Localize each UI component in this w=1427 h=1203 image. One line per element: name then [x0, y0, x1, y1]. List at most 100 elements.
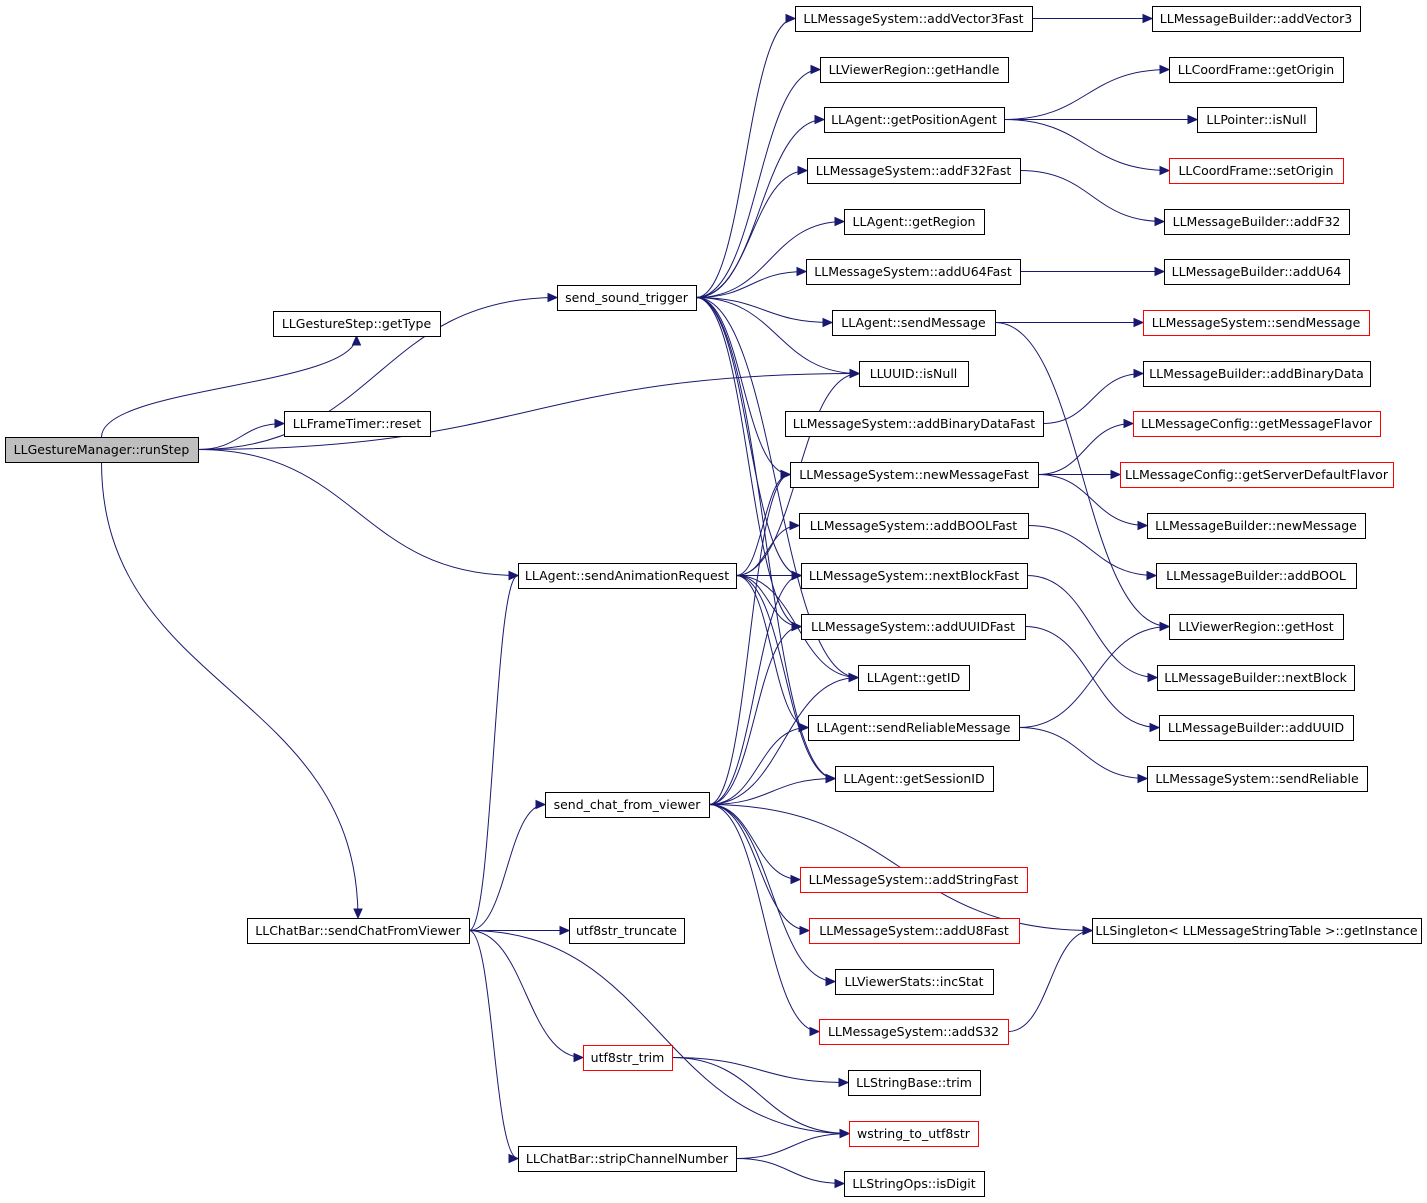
node-box	[832, 310, 996, 336]
node-msSend[interactable]: LLMessageSystem::sendMessage	[1143, 310, 1370, 336]
node-getID[interactable]: LLAgent::getID	[858, 665, 970, 691]
node-reset[interactable]: LLFrameTimer::reset	[284, 411, 431, 437]
node-box	[1164, 259, 1350, 285]
edge-line	[708, 474, 791, 805]
node-mbNew[interactable]: LLMessageBuilder::newMessage	[1147, 513, 1366, 539]
node-utrunc[interactable]: utf8str_truncate	[569, 918, 685, 944]
node-sar[interactable]: LLAgent::sendAnimationRequest	[518, 563, 737, 589]
edge-arrowhead	[1142, 13, 1154, 24]
node-getSess[interactable]: LLAgent::getSessionID	[835, 766, 994, 792]
node-ptrNull[interactable]: LLPointer::isNull	[1197, 107, 1317, 133]
node-getType[interactable]: LLGestureStep::getType	[273, 311, 441, 337]
call-edge-sendRel-to-getHost	[1018, 621, 1171, 728]
node-label: LLMessageSystem::addUUIDFast	[811, 619, 1015, 634]
node-label: LLMessageBuilder::addBinaryData	[1149, 366, 1364, 381]
node-label: LLChatBar::sendChatFromViewer	[255, 923, 461, 938]
node-mbBin[interactable]: LLMessageBuilder::addBinaryData	[1143, 361, 1371, 387]
node-singleton[interactable]: LLSingleton< LLMessageStringTable >::get…	[1092, 918, 1422, 944]
node-uuidNull[interactable]: LLUUID::isNull	[859, 361, 969, 387]
node-getHandle[interactable]: LLViewerRegion::getHandle	[820, 57, 1009, 83]
node-box	[835, 766, 994, 792]
node-nextBlkF[interactable]: LLMessageSystem::nextBlockFast	[801, 563, 1028, 589]
node-addV3F[interactable]: LLMessageSystem::addVector3Fast	[795, 6, 1033, 32]
node-label: LLGestureManager::runStep	[14, 442, 190, 457]
edge-arrowhead	[1147, 672, 1159, 683]
node-mbBool[interactable]: LLMessageBuilder::addBOOL	[1156, 563, 1357, 589]
node-wsu8[interactable]: wstring_to_utf8str	[849, 1121, 979, 1147]
edge-line	[468, 575, 519, 931]
edge-line	[695, 297, 791, 475]
call-edge-getPos-to-ptrNull	[1004, 114, 1199, 125]
node-addBinF[interactable]: LLMessageSystem::addBinaryDataFast	[785, 411, 1044, 437]
call-edge-cbscfv-to-scn	[468, 930, 520, 1164]
edge-line	[1024, 626, 1160, 728]
edge-arrowhead	[785, 13, 797, 24]
node-incStat[interactable]: LLViewerStats::incStat	[835, 969, 994, 995]
node-box	[858, 665, 970, 691]
edge-arrowhead	[508, 570, 520, 581]
node-label: LLAgent::getRegion	[853, 214, 976, 229]
edge-line	[735, 575, 802, 627]
node-runStep[interactable]: LLGestureManager::runStep	[5, 437, 199, 463]
node-addUUIDF[interactable]: LLMessageSystem::addUUIDFast	[801, 614, 1026, 640]
node-sendRel[interactable]: LLAgent::sendReliableMessage	[808, 715, 1020, 741]
node-sst[interactable]: send_sound_trigger	[557, 285, 697, 311]
node-label: LLMessageConfig::getServerDefaultFlavor	[1125, 467, 1389, 482]
call-edge-scfv-to-incStat	[708, 804, 837, 987]
node-box	[844, 209, 985, 235]
call-edge-getPos-to-cfGetO	[1003, 64, 1171, 120]
node-msRel[interactable]: LLMessageSystem::sendReliable	[1147, 766, 1368, 792]
node-label: LLMessageSystem::nextBlockFast	[809, 568, 1019, 583]
node-box	[835, 969, 994, 995]
node-addBoolF[interactable]: LLMessageSystem::addBOOLFast	[799, 513, 1029, 539]
edge-line	[1042, 373, 1144, 424]
node-addS32[interactable]: LLMessageSystem::addS32	[819, 1019, 1009, 1045]
node-addF32F[interactable]: LLMessageSystem::addF32Fast	[807, 158, 1021, 184]
node-label: LLMessageSystem::addVector3Fast	[803, 11, 1023, 26]
node-getHost[interactable]: LLViewerRegion::getHost	[1169, 614, 1344, 640]
node-box	[849, 1121, 979, 1147]
node-cfGetO[interactable]: LLCoordFrame::getOrigin	[1169, 57, 1344, 83]
edge-line	[695, 221, 845, 298]
node-mbV3[interactable]: LLMessageBuilder::addVector3	[1152, 6, 1361, 32]
node-sbTrim[interactable]: LLStringBase::trim	[848, 1070, 981, 1096]
edge-arrowhead	[838, 1077, 850, 1088]
edge-line	[708, 804, 801, 880]
node-cbscfv[interactable]: LLChatBar::sendChatFromViewer	[247, 918, 470, 944]
edge-line	[468, 930, 850, 1134]
node-mbF32[interactable]: LLMessageBuilder::addF32	[1164, 209, 1350, 235]
node-mbUUID[interactable]: LLMessageBuilder::addUUID	[1159, 715, 1354, 741]
edge-line	[695, 297, 802, 627]
node-box	[1169, 614, 1344, 640]
call-edge-scn-to-wsu8	[735, 1128, 851, 1159]
node-newMsgF[interactable]: LLMessageSystem::newMessageFast	[790, 462, 1039, 488]
call-edge-runStep-to-cbscfv	[101, 461, 363, 920]
edge-arrowhead	[274, 418, 286, 429]
edge-arrowhead	[848, 672, 860, 683]
call-edge-runStep-to-sar	[197, 449, 520, 581]
node-addStrF[interactable]: LLMessageSystem::addStringFast	[800, 867, 1028, 893]
node-addU8F[interactable]: LLMessageSystem::addU8Fast	[809, 918, 1020, 944]
node-label: LLAgent::getSessionID	[843, 771, 984, 786]
edge-arrowhead	[809, 1026, 821, 1037]
node-mbNext[interactable]: LLMessageBuilder::nextBlock	[1157, 665, 1355, 691]
node-utrim[interactable]: utf8str_trim	[583, 1045, 673, 1071]
edge-line	[708, 804, 810, 931]
edge-line	[735, 1158, 845, 1184]
node-label: LLMessageSystem::addBOOLFast	[810, 518, 1017, 533]
node-mcFlav[interactable]: LLMessageConfig::getMessageFlavor	[1133, 411, 1381, 437]
node-cfSetO[interactable]: LLCoordFrame::setOrigin	[1169, 158, 1344, 184]
node-sendMsg[interactable]: LLAgent::sendMessage	[832, 310, 996, 336]
node-addU64F[interactable]: LLMessageSystem::addU64Fast	[806, 259, 1021, 285]
node-getRegion[interactable]: LLAgent::getRegion	[844, 209, 985, 235]
edge-line	[197, 373, 860, 450]
node-scn[interactable]: LLChatBar::stripChannelNumber	[518, 1146, 737, 1172]
edge-line	[695, 297, 836, 779]
node-getPos[interactable]: LLAgent::getPositionAgent	[824, 107, 1005, 133]
node-scfv[interactable]: send_chat_from_viewer	[545, 792, 710, 818]
node-isDigit[interactable]: LLStringOps::isDigit	[844, 1171, 985, 1197]
node-mcSrv[interactable]: LLMessageConfig::getServerDefaultFlavor	[1120, 462, 1394, 488]
node-box	[284, 411, 431, 437]
call-edge-runStep-to-sst	[197, 292, 559, 450]
node-mbU64[interactable]: LLMessageBuilder::addU64	[1164, 259, 1350, 285]
